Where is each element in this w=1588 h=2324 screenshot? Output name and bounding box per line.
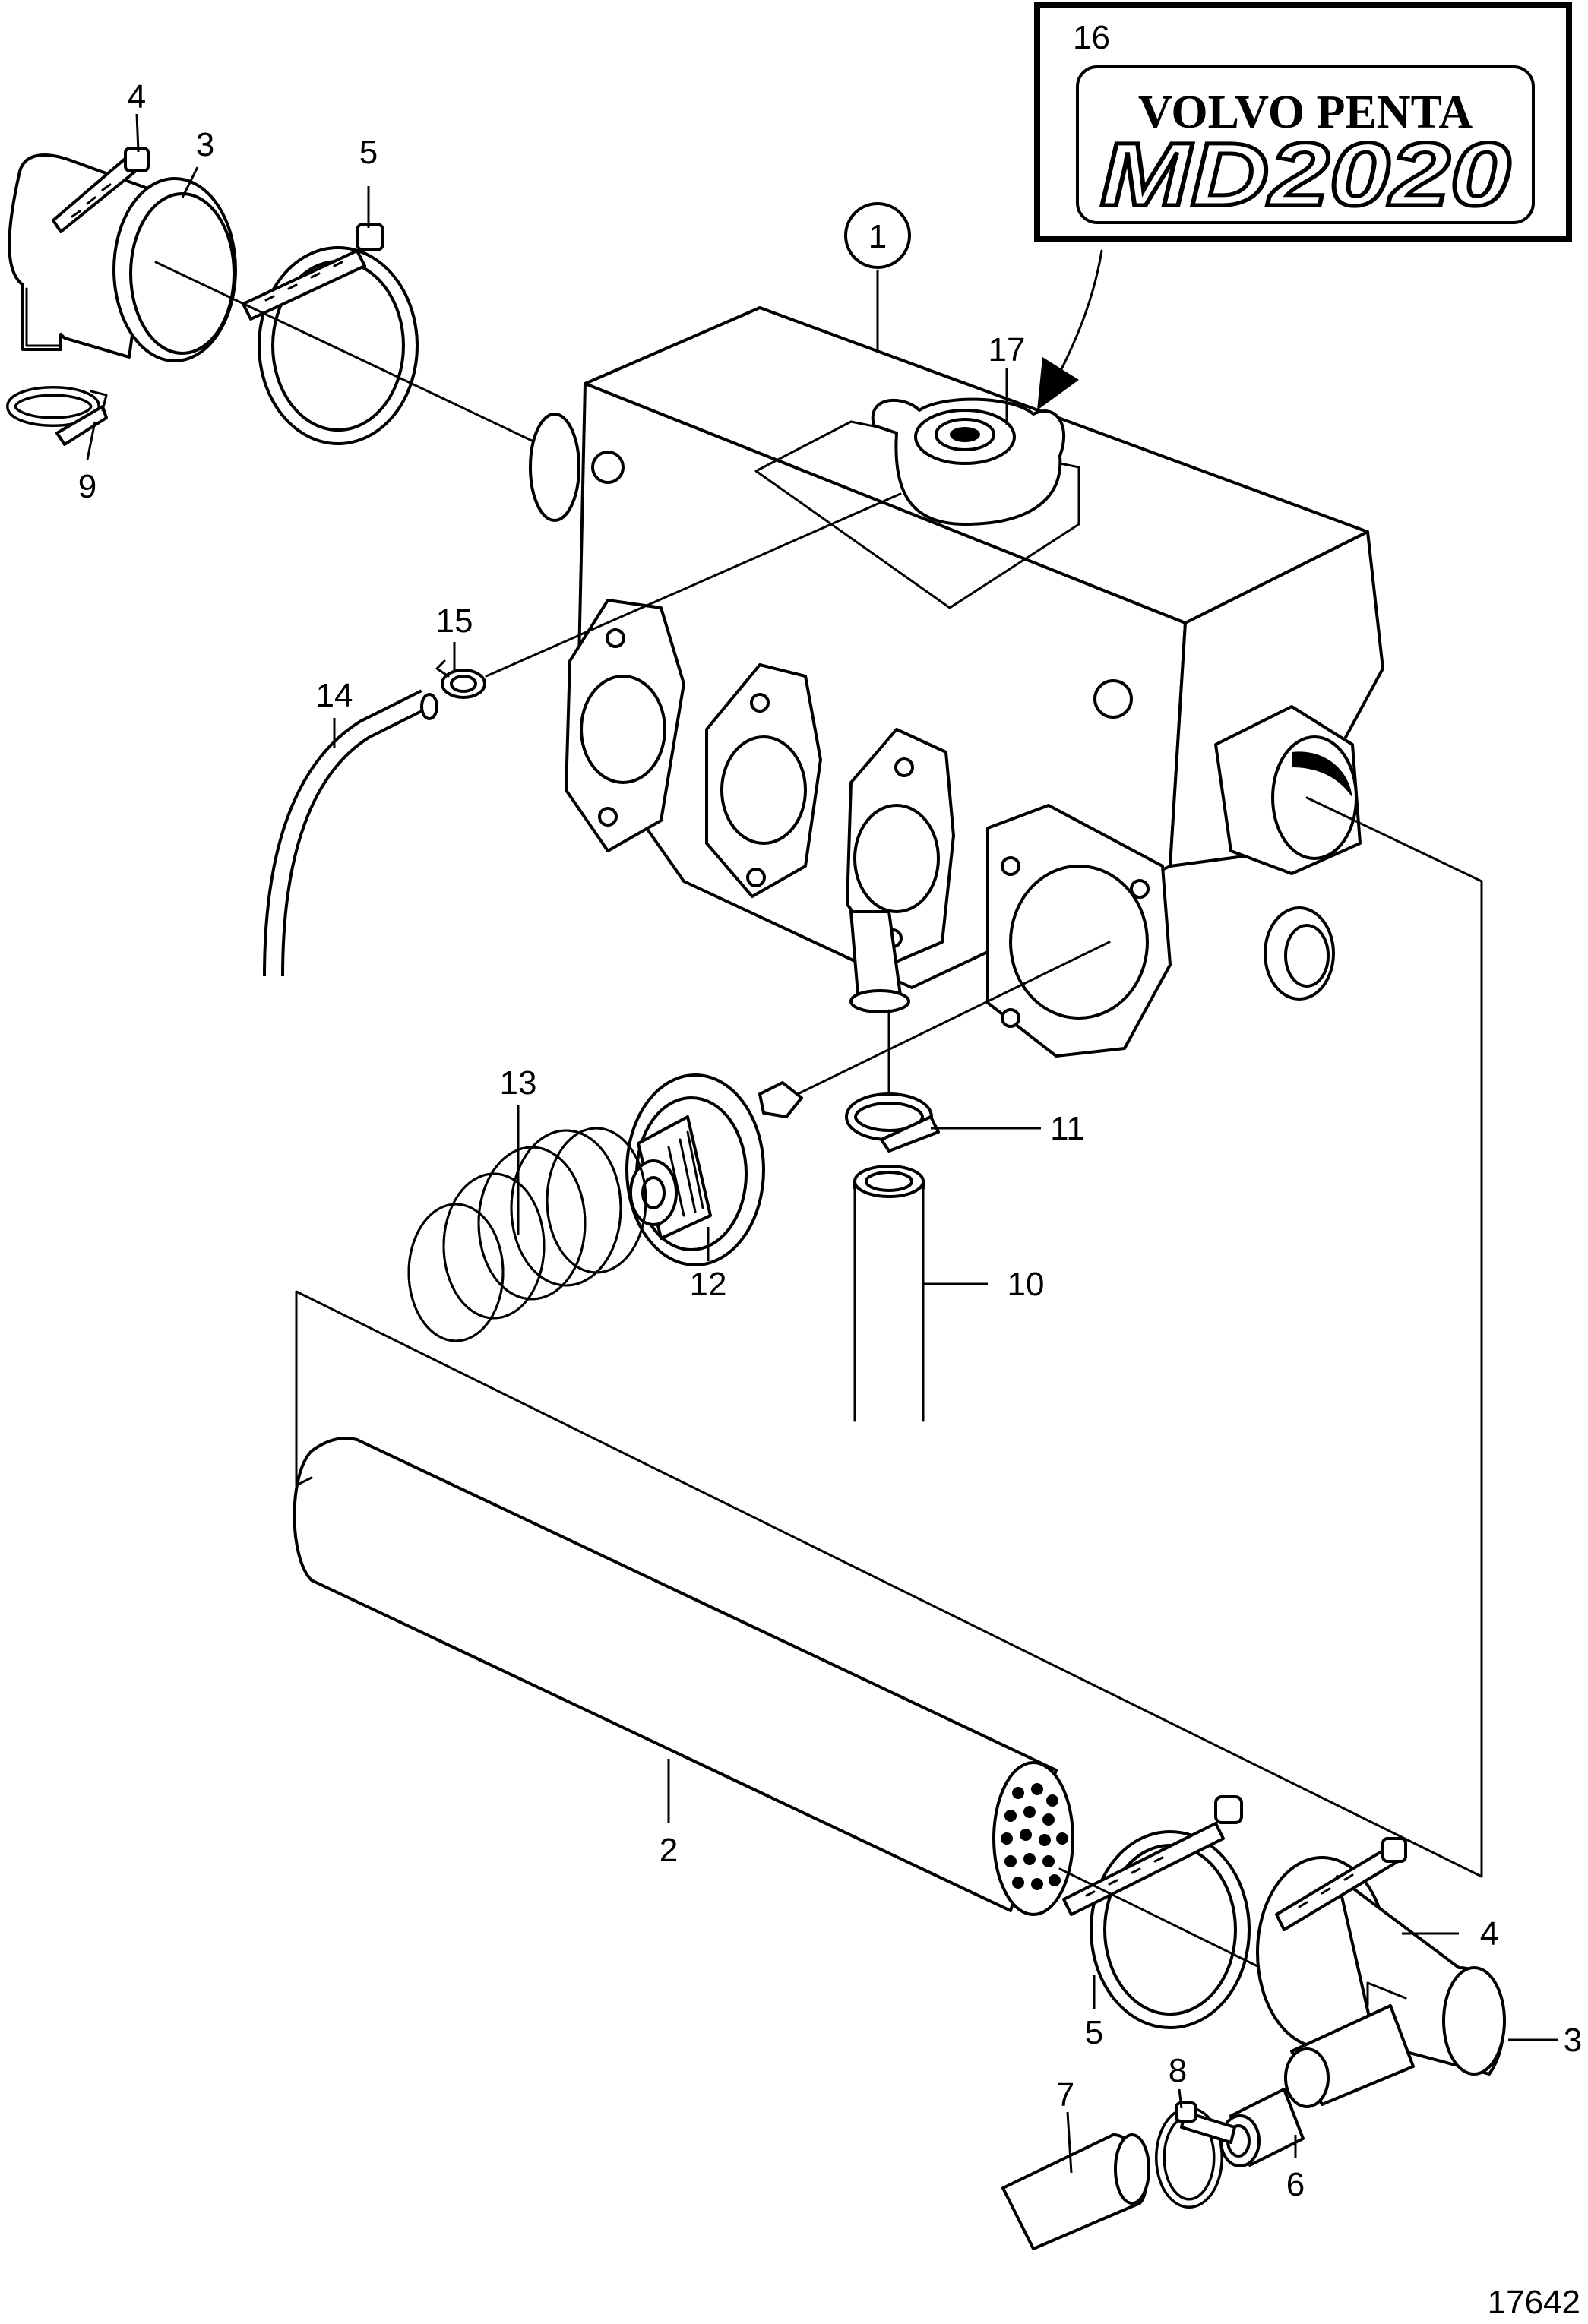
hose-clamp-5-bottom <box>1062 1795 1251 2029</box>
clamp-4-top <box>52 147 150 233</box>
decal-brand: VOLVO PENTA <box>1138 87 1473 138</box>
callout-3-bottom: 3 <box>1564 2022 1582 2059</box>
callout-5-top: 5 <box>359 134 378 171</box>
filler-cap <box>871 397 1065 526</box>
clip-15 <box>435 659 486 699</box>
housing-filler-recess <box>754 420 1080 609</box>
callout-9: 9 <box>78 468 96 505</box>
callout-8: 8 <box>1169 2052 1187 2089</box>
clamp-11 <box>845 1092 940 1153</box>
callout-7: 7 <box>1056 2076 1074 2114</box>
callout-17: 17 <box>989 331 1026 368</box>
elbow-3-bottom <box>1256 1856 1506 2108</box>
hose-clamp-5-top <box>242 223 419 445</box>
callout-2: 2 <box>660 1832 678 1869</box>
tube-holes <box>1001 1783 1068 1890</box>
assembly-line-thermostat <box>796 941 1111 1096</box>
decal-arrow-line <box>1058 249 1103 374</box>
decal-arrow-head <box>1037 357 1079 410</box>
exhaust-flanges <box>565 599 1172 1058</box>
figure-number: 17642 <box>1488 2284 1580 2321</box>
assembly-line-top-left <box>154 261 533 442</box>
callout-14: 14 <box>316 677 353 714</box>
callout-12: 12 <box>690 1266 727 1303</box>
callout-5-bottom: 5 <box>1085 2014 1103 2051</box>
heat-exchanger-housing <box>529 306 1384 1058</box>
housing-left-stub <box>529 413 580 522</box>
callout-1-circle <box>844 202 911 269</box>
callout-10: 10 <box>1008 1266 1045 1303</box>
hose-14 <box>263 689 438 977</box>
spring-13 <box>407 1127 647 1342</box>
callout-4-top: 4 <box>128 78 146 115</box>
callout-11: 11 <box>1050 1110 1085 1147</box>
callout-4-bottom: 4 <box>1480 1915 1498 1952</box>
decal-model: MD2020 <box>1100 125 1510 225</box>
callout-1: 1 <box>868 218 887 255</box>
hose-7 <box>1001 2133 1150 2250</box>
clip-9 <box>6 386 108 446</box>
callout-3-top: 3 <box>196 126 214 163</box>
callout-13: 13 <box>500 1064 537 1102</box>
assembly-envelope-line <box>295 796 1483 1878</box>
clamp-4-bottom <box>1275 1837 1407 1931</box>
assembly-line-cap <box>485 492 902 678</box>
thermostat-12 <box>625 1073 803 1266</box>
decal-panel: 16 VOLVO PENTA MD2020 <box>1034 2 1572 410</box>
callout-16: 16 <box>1073 19 1110 56</box>
callout-leaders <box>86 113 1558 2174</box>
callout-6: 6 <box>1286 2166 1305 2203</box>
clamp-8 <box>1155 2101 1236 2209</box>
tube-bundle-2 <box>293 1437 1074 1916</box>
elbow-3-top <box>8 153 237 362</box>
hose-10 <box>851 1165 927 1424</box>
callout-15: 15 <box>436 602 473 640</box>
